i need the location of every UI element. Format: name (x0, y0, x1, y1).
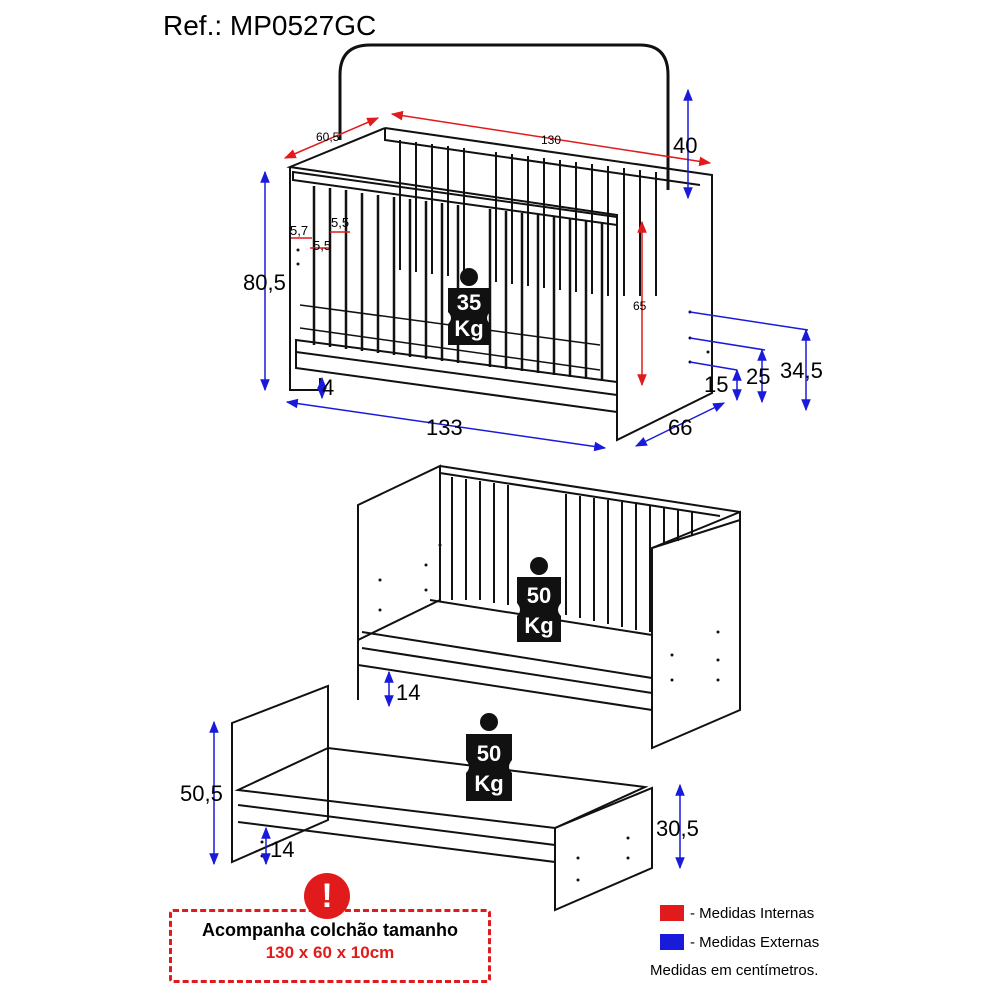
legend-external: - Medidas Externas (660, 934, 819, 951)
units-note: Medidas em centímetros. (650, 962, 819, 979)
dim-bed-headboard-height: 50,5 (180, 781, 223, 806)
dim-sofa-clearance: 14 (396, 680, 420, 705)
reference-code: Ref.: MP0527GC (163, 10, 377, 41)
crib-weight-value: 35 (457, 290, 481, 315)
dim-level-1: 15 (704, 372, 728, 397)
crib-drawing (286, 43, 713, 442)
dim-total-height: 80,5 (243, 270, 286, 295)
crib-dimension-lines (260, 88, 811, 452)
sofa-weight-unit: Kg (524, 613, 553, 638)
bed-weight-tag: 50 Kg (466, 713, 512, 801)
dim-slat-spacing-a: 5,7 (290, 223, 308, 238)
crib-weight-unit: Kg (454, 316, 483, 341)
legend-external-label: - Medidas Externas (690, 934, 820, 951)
legend-internal: - Medidas Internas (660, 905, 814, 922)
dim-headboard-height: 40 (673, 133, 697, 158)
dim-slat-spacing-b: 5,5 (313, 238, 331, 253)
crib-weight-tag: 35 Kg (448, 268, 490, 345)
dim-inner-height: 65 (633, 299, 647, 313)
notice-line-2: 130 x 60 x 10cm (265, 943, 395, 962)
legend-internal-label: - Medidas Internas (690, 905, 815, 922)
bed-weight-unit: Kg (474, 771, 503, 796)
sofa-drawing (357, 464, 741, 750)
legend-swatch-external (660, 934, 684, 950)
warning-icon: ! (304, 873, 350, 919)
dim-length-internal: 130 (541, 133, 561, 147)
dim-base-clearance: 4 (322, 375, 334, 400)
sofa-weight-tag: 50 Kg (517, 557, 561, 642)
bed-weight-value: 50 (477, 741, 501, 766)
dim-depth-internal: 60,5 (316, 130, 340, 144)
sofa-weight-value: 50 (527, 583, 551, 608)
dim-level-2: 25 (746, 364, 770, 389)
dim-bed-clearance: 14 (270, 837, 294, 862)
bed-drawing (231, 684, 653, 912)
dim-level-3: 34,5 (780, 358, 823, 383)
dim-bed-footboard-height: 30,5 (656, 816, 699, 841)
notice-line-1: Acompanha colchão tamanho (201, 920, 459, 940)
bed-dimension-lines (209, 720, 685, 870)
dim-slat-spacing-c: 5,5 (331, 215, 349, 230)
mattress-notice: Acompanha colchão tamanho 130 x 60 x 10c… (169, 909, 491, 983)
dim-total-depth: 66 (668, 415, 692, 440)
legend-swatch-internal (660, 905, 684, 921)
dim-total-length: 133 (426, 415, 463, 440)
